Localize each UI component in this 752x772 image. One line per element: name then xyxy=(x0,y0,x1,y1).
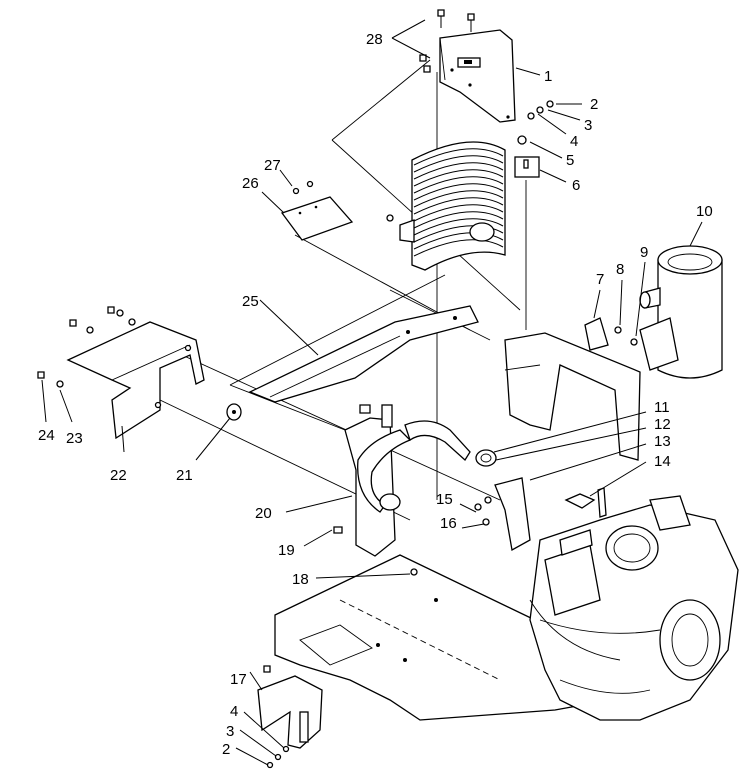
long-baffle xyxy=(248,305,479,403)
callout-21: 21 xyxy=(176,467,193,484)
side-shield xyxy=(66,318,205,440)
callout-3: 3 xyxy=(584,117,592,134)
callout-3-lower: 3 xyxy=(226,723,234,740)
exhaust-gasket xyxy=(564,487,607,518)
engine xyxy=(529,495,739,721)
bolts-left xyxy=(37,306,124,388)
callout-16: 16 xyxy=(440,515,457,532)
callout-22: 22 xyxy=(110,467,127,484)
callout-28: 28 xyxy=(366,31,383,48)
callout-1: 1 xyxy=(544,68,552,85)
callout-2: 2 xyxy=(590,96,598,113)
callout-labels: 1 2 3 4 5 6 7 8 9 10 11 12 13 14 15 16 1… xyxy=(38,31,713,758)
callout-7: 7 xyxy=(596,271,604,288)
callout-10: 10 xyxy=(696,203,713,220)
callout-12: 12 xyxy=(654,416,671,433)
callout-26: 26 xyxy=(242,175,259,192)
hardware-top-right xyxy=(527,100,554,120)
mount-bracket xyxy=(484,477,531,552)
bolts-28 xyxy=(419,9,475,73)
base-frame xyxy=(274,554,611,721)
callout-24: 24 xyxy=(38,427,55,444)
callout-2-lower: 2 xyxy=(222,741,230,758)
callout-14: 14 xyxy=(654,453,671,470)
callout-27: 27 xyxy=(264,157,281,174)
callout-20: 20 xyxy=(255,505,272,522)
callout-11: 11 xyxy=(654,399,670,416)
engine-mount-plate xyxy=(504,317,641,461)
callout-18: 18 xyxy=(292,571,309,588)
leader-lines xyxy=(41,19,703,766)
callout-19: 19 xyxy=(278,542,295,559)
cover-plate xyxy=(280,180,354,241)
cooling-shroud xyxy=(386,135,540,271)
callout-25: 25 xyxy=(242,293,259,310)
gasket-clamp xyxy=(475,449,497,467)
callout-4: 4 xyxy=(570,133,578,150)
washer xyxy=(226,403,242,421)
callout-23: 23 xyxy=(66,430,83,447)
callout-13: 13 xyxy=(654,433,671,450)
exhaust-bracket xyxy=(344,404,471,557)
callout-6: 6 xyxy=(572,177,580,194)
callout-9: 9 xyxy=(640,244,648,261)
callout-17: 17 xyxy=(230,671,247,688)
small-fasteners xyxy=(333,404,490,576)
lower-cover xyxy=(257,665,323,769)
callout-15: 15 xyxy=(436,491,453,508)
callout-5: 5 xyxy=(566,152,574,169)
alignment-lines xyxy=(159,59,527,521)
shroud-fins xyxy=(413,148,504,257)
upper-shroud xyxy=(439,29,516,123)
callout-4-lower: 4 xyxy=(230,703,238,720)
muffler xyxy=(639,245,723,379)
callout-8: 8 xyxy=(616,261,624,278)
